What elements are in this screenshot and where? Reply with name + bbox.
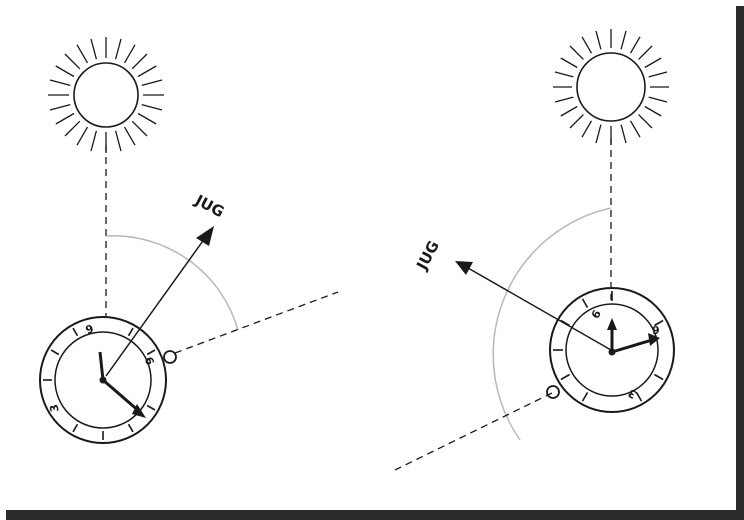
frame-shadow-right xyxy=(736,6,744,520)
sun-ray xyxy=(596,125,601,143)
sun-icon xyxy=(553,29,669,145)
sun-ray xyxy=(77,45,88,63)
bezel-tick xyxy=(147,406,155,411)
dial-number: 9 xyxy=(652,324,660,337)
sun-icon xyxy=(48,37,164,153)
bezel-tick xyxy=(147,350,155,355)
sun-ray xyxy=(65,54,80,69)
sun-ray xyxy=(561,107,577,117)
sun-ray xyxy=(570,115,583,128)
sun-ray xyxy=(631,121,641,137)
sun-ray xyxy=(125,127,136,145)
sun-ray xyxy=(91,131,96,151)
sun-ray xyxy=(645,107,661,117)
sun-ray xyxy=(65,121,80,136)
figure-left: JUG 9 6 3 xyxy=(40,37,338,443)
sun-ray xyxy=(621,31,626,49)
sun-ray xyxy=(138,114,156,125)
sun-ray xyxy=(645,58,661,68)
sun-ray xyxy=(125,45,136,63)
sun-ray xyxy=(582,121,592,137)
sun-ray xyxy=(116,131,121,151)
sun-ray xyxy=(138,66,156,77)
sun-ray xyxy=(555,97,573,102)
sun-ray xyxy=(555,72,573,77)
dial-number: 6 xyxy=(589,308,604,321)
direction-label: JUG xyxy=(191,191,227,221)
sun-ray xyxy=(132,54,147,69)
sun-ray xyxy=(649,97,667,102)
direction-label: JUG xyxy=(412,238,442,274)
bezel-tick xyxy=(561,375,570,380)
sun-ray xyxy=(582,37,592,53)
bezel-tick xyxy=(129,328,134,336)
watch-icon: 6 9 3 xyxy=(547,288,674,412)
sun-ray xyxy=(50,105,70,110)
twelve-dashed-line xyxy=(395,393,552,470)
sun-ray xyxy=(132,121,147,136)
south-arrow xyxy=(455,261,611,350)
watch-hands xyxy=(100,352,147,418)
dial-number: 3 xyxy=(47,403,61,413)
bezel-tick xyxy=(654,375,663,380)
angle-arc xyxy=(493,208,611,440)
sun-ray xyxy=(91,39,96,59)
sun-ray xyxy=(631,37,641,53)
sun-ray xyxy=(621,125,626,143)
frame-shadow-bottom xyxy=(6,510,744,520)
sun-ray xyxy=(649,72,667,77)
sun-ray xyxy=(639,115,652,128)
sun-ray xyxy=(77,127,88,145)
sun-ray xyxy=(142,80,162,85)
bezel-tick xyxy=(73,424,78,432)
bezel-tick xyxy=(51,350,59,355)
bezel-tick xyxy=(583,392,588,401)
bezel-tick xyxy=(583,299,588,308)
bezel-tick xyxy=(561,321,570,326)
sun-ray xyxy=(116,39,121,59)
sun-ray xyxy=(596,31,601,49)
sun-ray xyxy=(142,105,162,110)
twelve-dashed-line xyxy=(175,292,338,353)
bezel-tick xyxy=(73,328,78,336)
figure-right: JUG 6 9 3 xyxy=(395,29,674,470)
bezel-tick xyxy=(129,424,134,432)
watch-icon: 9 6 3 xyxy=(40,317,176,443)
sun-ray xyxy=(561,58,577,68)
sun-ray xyxy=(639,46,652,59)
sun-ray xyxy=(570,46,583,59)
sun-ray xyxy=(50,80,70,85)
sun-ray xyxy=(56,114,74,125)
sun-ray xyxy=(56,66,74,77)
